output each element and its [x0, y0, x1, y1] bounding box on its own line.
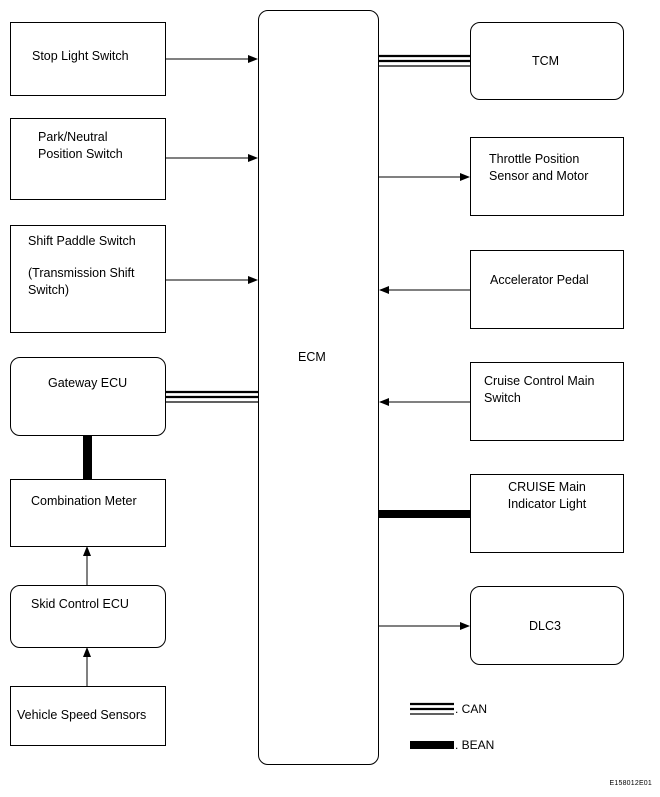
figure-code: E158012E01 [609, 780, 652, 787]
ecm-box [258, 10, 379, 765]
skid-control-ecu-box [10, 585, 166, 648]
shift-paddle-label-2: (Transmission Shift [28, 266, 135, 280]
park-neutral-switch-box [10, 118, 166, 200]
cruise-switch-label-2: Switch [484, 391, 521, 405]
stop-light-switch-label: Stop Light Switch [32, 49, 129, 63]
skid-control-ecu-label: Skid Control ECU [31, 597, 129, 611]
bean-line-gateway-meter [83, 435, 92, 480]
cruise-switch-label-1: Cruise Control Main [484, 374, 595, 388]
accelerator-pedal-label: Accelerator Pedal [490, 273, 589, 287]
gateway-ecu-box [10, 357, 166, 436]
cruise-indicator-light-box [470, 474, 624, 553]
combination-meter-label: Combination Meter [31, 494, 137, 508]
legend-bean-symbol [410, 741, 454, 749]
throttle-label-2: Sensor and Motor [489, 169, 589, 183]
vehicle-speed-sensors-label: Vehicle Speed Sensors [17, 708, 147, 722]
bean-line-ecm-cruise-light [378, 510, 471, 518]
legend-bean-label: . BEAN [455, 738, 495, 752]
throttle-label-1: Throttle Position [489, 152, 580, 166]
ecm-label: ECM [298, 350, 326, 364]
can-line-ecm-tcm [378, 54, 471, 67]
gateway-ecu-label: Gateway ECU [48, 376, 128, 390]
cruise-light-label-1: CRUISE Main [508, 480, 586, 494]
throttle-position-box [470, 137, 624, 216]
combination-meter-box [10, 479, 166, 547]
park-neutral-label-1: Park/Neutral [38, 130, 108, 144]
can-line-gateway-ecm [165, 390, 259, 403]
shift-paddle-switch-box [10, 225, 166, 333]
cruise-light-label-2: Indicator Light [507, 497, 587, 511]
shift-paddle-label-3: Switch) [28, 283, 69, 297]
accelerator-pedal-box [470, 250, 624, 329]
dlc3-label: DLC3 [529, 619, 561, 633]
tcm-box [470, 22, 624, 100]
stop-light-switch-box [10, 22, 166, 96]
tcm-label: TCM [532, 54, 560, 68]
shift-paddle-label-1: Shift Paddle Switch [28, 234, 136, 248]
legend-can-symbol [410, 702, 454, 715]
cruise-control-switch-box [470, 362, 624, 441]
legend-can-label: . CAN [455, 702, 488, 716]
park-neutral-label-2: Position Switch [38, 147, 123, 161]
vehicle-speed-sensors-box [10, 686, 166, 746]
dlc3-box [470, 586, 624, 665]
